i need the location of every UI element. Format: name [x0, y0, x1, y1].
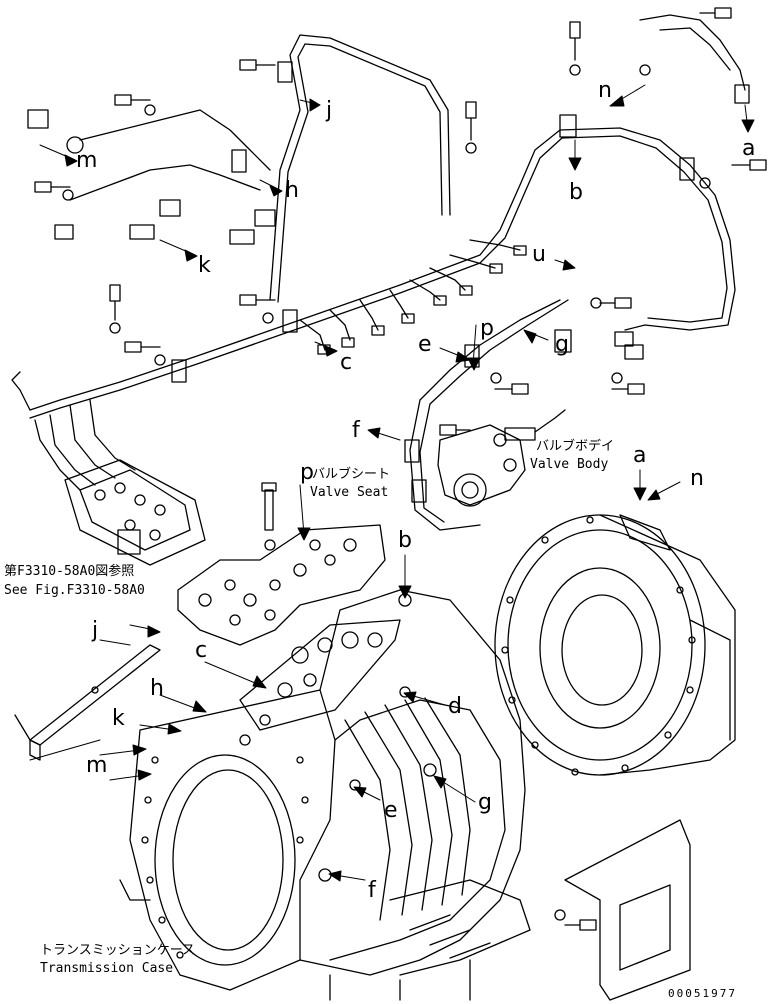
transmission-case-label-en: Transmission Case	[40, 961, 174, 976]
callout-g-top: g	[555, 332, 569, 357]
transmission-case	[119, 589, 531, 1001]
callout-e-top: e	[418, 332, 432, 357]
valve-body-label-en: Valve Body	[530, 457, 609, 472]
callout-n-top: n	[598, 78, 612, 103]
valve-seat-label-jp: バルブシート	[312, 467, 391, 482]
valve-body-label-jp: バルブボデイ	[536, 439, 615, 454]
control-valve-assembly	[64, 459, 206, 566]
valve-seat-label-en: Valve Seat	[310, 485, 389, 500]
callout-j-top: j	[326, 98, 333, 123]
callout-p-seat: p	[300, 460, 314, 485]
valve-body	[437, 409, 566, 507]
callout-f-case: f	[368, 878, 376, 903]
callout-h-top: h	[285, 178, 299, 203]
valve-seat-plate	[177, 524, 386, 646]
transmission-case-label-jp: トランスミッションケース	[40, 943, 196, 958]
callout-k-top: k	[198, 253, 211, 278]
converter-housing	[494, 514, 736, 776]
callout-a-top: a	[742, 136, 756, 161]
callout-g-case: g	[478, 790, 492, 815]
leader-lines	[29, 84, 755, 882]
see-fig-label-jp: 第F3310-58A0図参照	[4, 564, 135, 579]
callout-a-right: a	[633, 443, 647, 468]
callout-e-case: e	[384, 798, 398, 823]
callout-c-top: c	[340, 350, 353, 375]
see-fig-label-en: See Fig.F3310-58A0	[4, 583, 145, 598]
callout-k-case: k	[112, 706, 125, 731]
drawing-number: 00051977	[668, 987, 737, 1000]
callout-j-case: j	[92, 618, 99, 643]
callout-n-right: n	[690, 466, 704, 491]
callout-b-case: b	[398, 528, 412, 553]
guard-plate	[564, 819, 691, 1001]
callout-b-top: b	[569, 180, 583, 205]
bolts-and-clamps	[27, 7, 767, 931]
cover-plate	[14, 644, 161, 761]
callout-u-top: u	[532, 242, 546, 267]
callout-f-top: f	[352, 418, 360, 443]
callout-m-case: m	[86, 753, 108, 778]
callout-h-case: h	[150, 676, 164, 701]
callout-c-case: c	[195, 638, 208, 663]
callout-d-case: d	[448, 694, 462, 719]
callout-m-top: m	[76, 148, 98, 173]
callout-p-top: p	[480, 316, 494, 341]
